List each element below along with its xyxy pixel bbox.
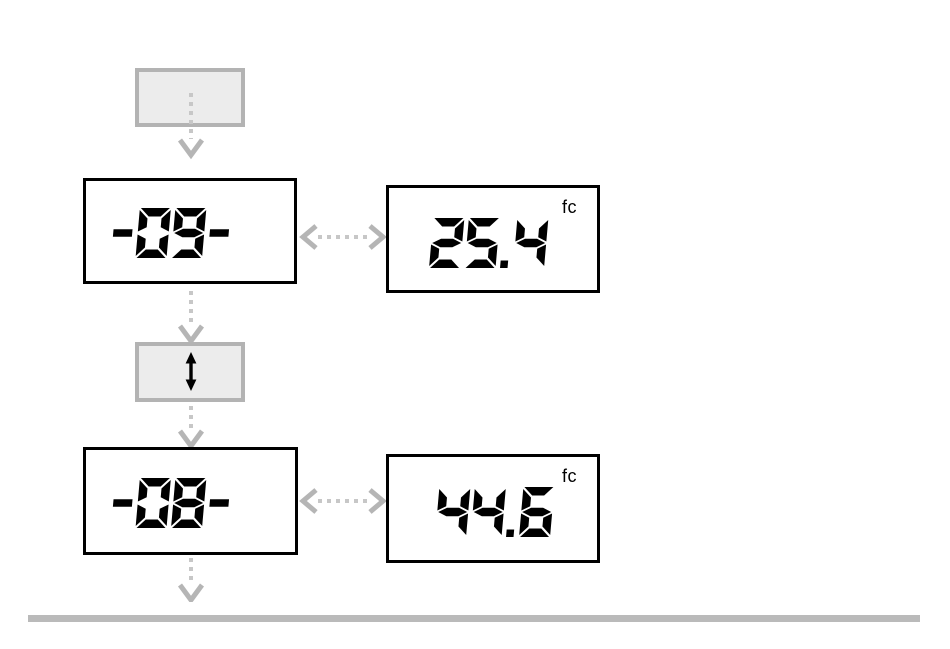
dashed-down-arrow-icon-3 [177, 406, 205, 447]
up-down-arrow-icon [185, 352, 197, 391]
dashed-down-arrow-icon-1 [177, 93, 205, 160]
lcd-display-value-2: fc [386, 454, 600, 563]
seven-segment-code-1 [108, 208, 238, 264]
lcd-display-value-1: fc [386, 185, 600, 293]
seven-segment-code-2 [108, 478, 238, 534]
unit-label-1: fc [561, 197, 577, 217]
lcd-display-code-1 [83, 178, 297, 284]
unit-label-2: fc [561, 466, 577, 486]
dashed-down-arrow-icon-2 [177, 291, 205, 343]
seven-segment-value-2 [433, 487, 561, 543]
dashed-down-arrow-icon-4 [177, 558, 205, 602]
button-box-mode [135, 342, 245, 402]
button-box-top [135, 68, 245, 127]
dashed-double-arrow-icon-1 [299, 224, 387, 250]
seven-segment-value-1 [427, 218, 555, 274]
dashed-double-arrow-icon-2 [299, 488, 387, 514]
bottom-divider-bar [28, 615, 920, 622]
lcd-display-code-2 [83, 447, 298, 555]
